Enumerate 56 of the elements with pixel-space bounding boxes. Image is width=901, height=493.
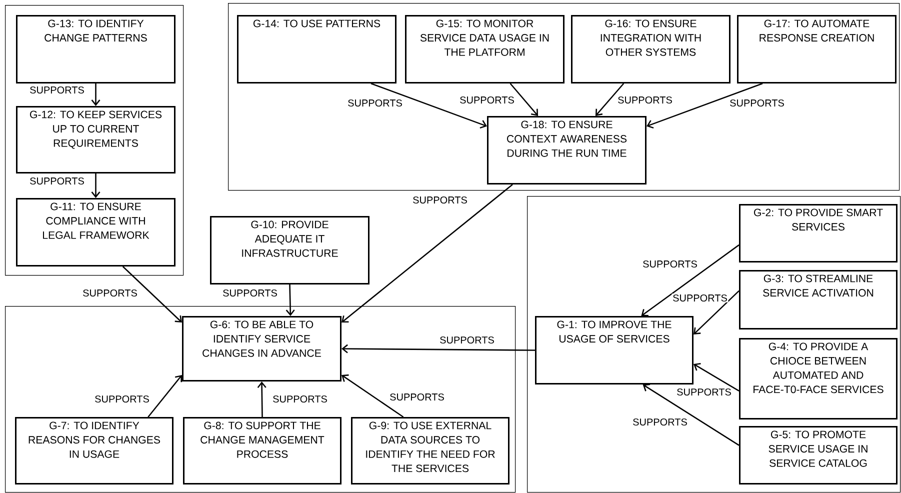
- arrow: [122, 266, 182, 323]
- arrow: [342, 374, 404, 418]
- arrow: [642, 384, 740, 446]
- arrow: [257, 382, 266, 418]
- goal-box: G-10: PROVIDE ADEQUATE IT INFRASTRUCTURE: [210, 216, 370, 284]
- edge-label: SUPPORTS: [346, 98, 404, 108]
- goal-box: G-16: TO ENSURE INTEGRATION WITH OTHER SYSTEMS: [571, 15, 730, 84]
- edge-label: SUPPORTS: [82, 288, 138, 298]
- arrow: [370, 82, 487, 129]
- goal-box: G-18: TO ENSURE CONTEXT AWARENESS DURING THE RUN TIME: [487, 116, 646, 184]
- edge-label: SUPPORTS: [728, 98, 786, 108]
- arrow: [694, 362, 740, 392]
- edge-label: SUPPORTS: [388, 392, 446, 402]
- arrow: [641, 244, 740, 316]
- edge-label: SUPPORTS: [28, 176, 86, 186]
- edge-label: SUPPORTS: [94, 394, 150, 404]
- edge-label: SUPPORTS: [632, 418, 688, 426]
- group-frame: [527, 196, 901, 493]
- edge-label: SUPPORTS: [272, 394, 328, 404]
- edge-label: SUPPORTS: [672, 294, 728, 302]
- arrow: [91, 174, 100, 198]
- goal-box: G-5: TO PROMOTE SERVICE USAGE IN SERVICE CATALOG: [739, 426, 898, 484]
- goal-box: G-2: TO PROVIDE SMART SERVICES: [739, 204, 898, 262]
- edge-label: SUPPORTS: [438, 336, 496, 344]
- edge-label: SUPPORTS: [642, 260, 698, 268]
- goal-box: G-15: TO MONITOR SERVICE DATA USAGE IN THE PLATFORM: [405, 15, 564, 84]
- goal-box: G-1: TO IMPROVE THE USAGE OF SERVICES: [535, 316, 694, 384]
- goal-box: G-11: TO ENSURE COMPLIANCE WITH LEGAL FRAMEWORK: [16, 198, 176, 266]
- edge-label: SUPPORTS: [676, 388, 732, 396]
- arrow: [510, 83, 538, 116]
- edge-label: SUPPORTS: [222, 288, 278, 298]
- arrow: [286, 284, 295, 316]
- arrow: [342, 344, 536, 354]
- group-frame: [5, 5, 184, 276]
- group-frame: [228, 3, 900, 191]
- arrow: [342, 184, 513, 323]
- edge-label: SUPPORTS: [458, 96, 516, 104]
- goal-box: G-4: TO PROVIDE A CHIOCE BETWEEN AUTOMATED AND FACE-T0-FACE SERVICES: [739, 338, 898, 420]
- group-frame: [5, 306, 516, 493]
- goal-box: G-17: TO AUTOMATE RESPONSE CREATION: [737, 15, 896, 84]
- goal-box: G-3: TO STREAMLINE SERVICE ACTIVATION: [739, 270, 898, 330]
- goal-box: G-12: TO KEEP SERVICES UP TO CURRENT REQUIREMENTS: [16, 106, 176, 174]
- goal-box: G-13: TO IDENTIFY CHANGE PATTERNS: [16, 15, 176, 84]
- edge-label: SUPPORTS: [616, 96, 674, 104]
- edge-label: SUPPORTS: [412, 196, 468, 204]
- arrow: [646, 82, 763, 129]
- goal-box: G-8: TO SUPPORT THE CHANGE MANAGEMENT PROCESS: [183, 417, 342, 484]
- arrow: [595, 83, 624, 116]
- arrow: [694, 290, 740, 334]
- goal-box: G-6: TO BE ABLE TO IDENTIFY SERVICE CHANGES IN ADVANCE: [182, 316, 342, 382]
- goal-box: G-14: TO USE PATTERNS: [237, 15, 396, 84]
- goal-box: G-7: TO IDENTIFY REASONS FOR CHANGES IN USAGE: [15, 417, 174, 484]
- arrow: [148, 374, 182, 418]
- goal-box: G-9: TO USE EXTERNAL DATA SOURCES TO IDENTIFY THE NEED FOR THE SERVICES: [351, 417, 510, 484]
- arrow: [91, 84, 100, 106]
- edge-label: SUPPORTS: [28, 86, 86, 94]
